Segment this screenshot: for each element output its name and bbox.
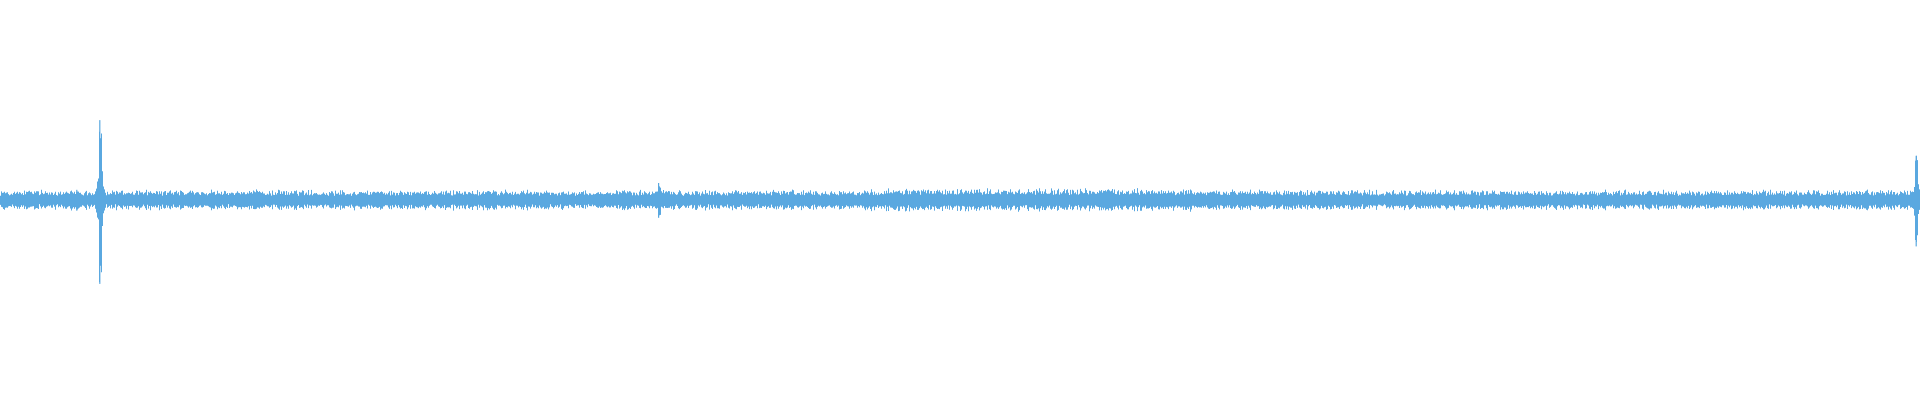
waveform-trace [0,120,1920,284]
waveform-samples [0,131,1920,282]
